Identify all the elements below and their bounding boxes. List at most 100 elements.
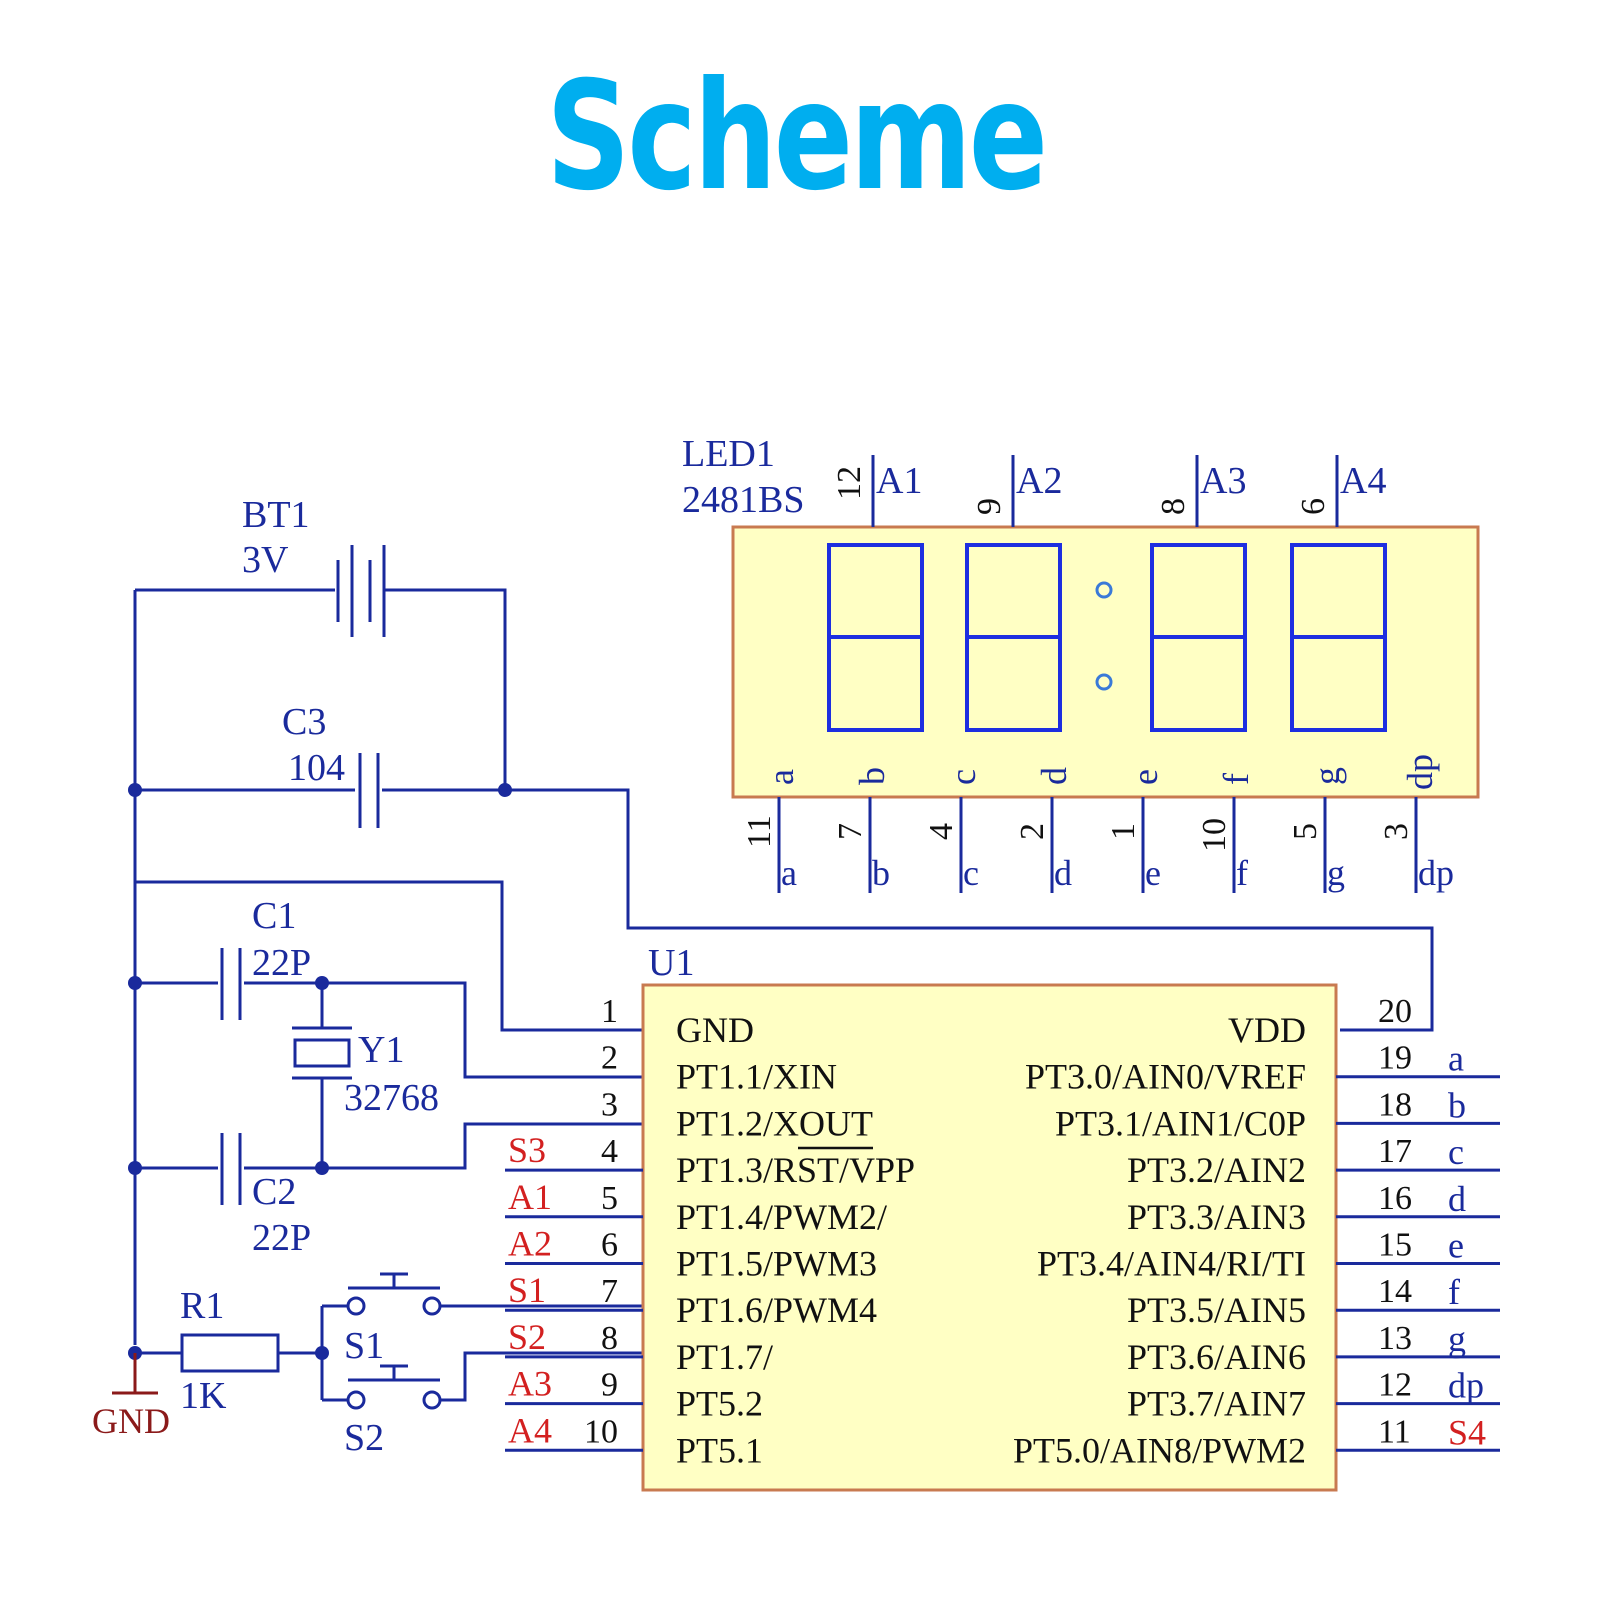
svg-text:A3: A3: [1200, 460, 1246, 502]
pin-number: 2: [601, 1040, 618, 1077]
svg-text:8: 8: [1155, 498, 1192, 515]
anode-pin-a2: 9 A2: [971, 455, 1062, 527]
pin-name: PT3.4/AIN4/RI/TI: [1037, 1244, 1306, 1284]
svg-text:g: g: [1327, 853, 1345, 893]
c3-ref: C3: [282, 701, 326, 743]
svg-text:f: f: [1216, 773, 1256, 785]
pin-name: VDD: [1228, 1010, 1306, 1050]
r1-value: 1K: [180, 1375, 227, 1417]
segment-labels: a b c d e f g dp: [761, 754, 1440, 790]
svg-text:12: 12: [831, 466, 868, 500]
pin-name: PT1.3/RST/VPP: [676, 1150, 915, 1190]
pin-name: PT3.5/AIN5: [1127, 1290, 1306, 1330]
c2-value: 22P: [252, 1217, 311, 1259]
svg-text:a: a: [761, 769, 801, 785]
led-display: LED1 2481BS 12 A1: [682, 433, 1480, 893]
pin-name: PT3.1/AIN1/C0P: [1055, 1103, 1306, 1143]
digit-1: [827, 543, 924, 732]
pin-number: 8: [601, 1320, 618, 1357]
svg-text:dp: dp: [1400, 754, 1440, 790]
svg-text:d: d: [1034, 767, 1074, 785]
bt1-ref: BT1: [242, 494, 310, 536]
net-label: S3: [508, 1130, 546, 1170]
pin-number: 1: [601, 993, 618, 1030]
svg-text:5: 5: [1287, 823, 1324, 840]
pin-name: PT1.7/: [676, 1337, 773, 1377]
svg-text:b: b: [872, 853, 890, 893]
mcu-pin-14: 14 PT3.5/AIN5 f: [1127, 1272, 1500, 1330]
pin-number: 3: [601, 1086, 618, 1123]
svg-text:3: 3: [1378, 823, 1415, 840]
reset-switch-circuit: GND R1 1K S1 S2: [92, 1272, 643, 1459]
pin-name: PT1.2/XOUT: [676, 1103, 873, 1143]
c2-ref: C2: [252, 1171, 296, 1213]
pin-name: PT3.0/AIN0/VREF: [1025, 1057, 1306, 1097]
pin-name: PT5.0/AIN8/PWM2: [1013, 1430, 1306, 1470]
ground-bus: [133, 588, 507, 1345]
capacitor-c3: C3 104: [128, 701, 1434, 1032]
svg-text:11: 11: [741, 815, 778, 848]
net-label: b: [1448, 1085, 1466, 1125]
mcu-pin-18: 18 PT3.1/AIN1/C0P b: [1055, 1085, 1500, 1143]
svg-text:e: e: [1145, 853, 1161, 893]
pin-number: 5: [601, 1180, 618, 1217]
net-label: A4: [508, 1410, 552, 1450]
pin-name: PT1.6/PWM4: [676, 1290, 877, 1330]
digit-2: [965, 543, 1062, 732]
battery-bt1: BT1 3V: [242, 494, 386, 637]
svg-text:c: c: [963, 853, 979, 893]
net-label: g: [1448, 1319, 1466, 1359]
pin-name: PT3.6/AIN6: [1127, 1337, 1306, 1377]
pin-number: 18: [1378, 1086, 1412, 1123]
svg-text:f: f: [1236, 853, 1248, 893]
pin-number: 6: [601, 1227, 618, 1264]
pin-name: PT3.7/AIN7: [1127, 1384, 1306, 1424]
pin-number: 19: [1378, 1040, 1412, 1077]
anode-pin-a3: 8 A3: [1155, 455, 1246, 527]
colon: [1095, 581, 1113, 691]
y1-value: 32768: [344, 1077, 439, 1119]
pin-number: 11: [1378, 1413, 1411, 1450]
pin-name: PT1.4/PWM2/: [676, 1197, 887, 1237]
anode-pin-a1: 12 A1: [831, 455, 922, 527]
net-label: A1: [508, 1177, 552, 1217]
digit-4: [1290, 543, 1387, 732]
svg-text:9: 9: [971, 498, 1008, 515]
r1-ref: R1: [180, 1285, 224, 1327]
net-label: S2: [508, 1317, 546, 1357]
svg-text:dp: dp: [1418, 853, 1454, 893]
svg-text:A1: A1: [876, 460, 922, 502]
page-title: Scheme: [546, 50, 1048, 224]
net-label: c: [1448, 1132, 1464, 1172]
bt1-value: 3V: [242, 539, 289, 581]
net-label: f: [1448, 1272, 1460, 1312]
net-label: S1: [508, 1270, 546, 1310]
svg-text:7: 7: [832, 823, 869, 840]
gnd-wire: [135, 880, 643, 1032]
pin-name: PT3.3/AIN3: [1127, 1197, 1306, 1237]
svg-text:e: e: [1125, 769, 1165, 785]
pin-number: 15: [1378, 1227, 1412, 1264]
mcu-ref: U1: [648, 942, 694, 984]
y1-ref: Y1: [358, 1029, 404, 1071]
pin-number: 14: [1378, 1273, 1412, 1310]
led-ref: LED1: [682, 433, 775, 475]
mcu-pin-5: 5 PT1.4/PWM2/A1: [505, 1177, 887, 1237]
anode-pin-a4: 6 A4: [1295, 455, 1386, 527]
pin-number: 10: [584, 1413, 618, 1450]
net-label: dp: [1448, 1366, 1484, 1406]
svg-text:A2: A2: [1016, 460, 1062, 502]
